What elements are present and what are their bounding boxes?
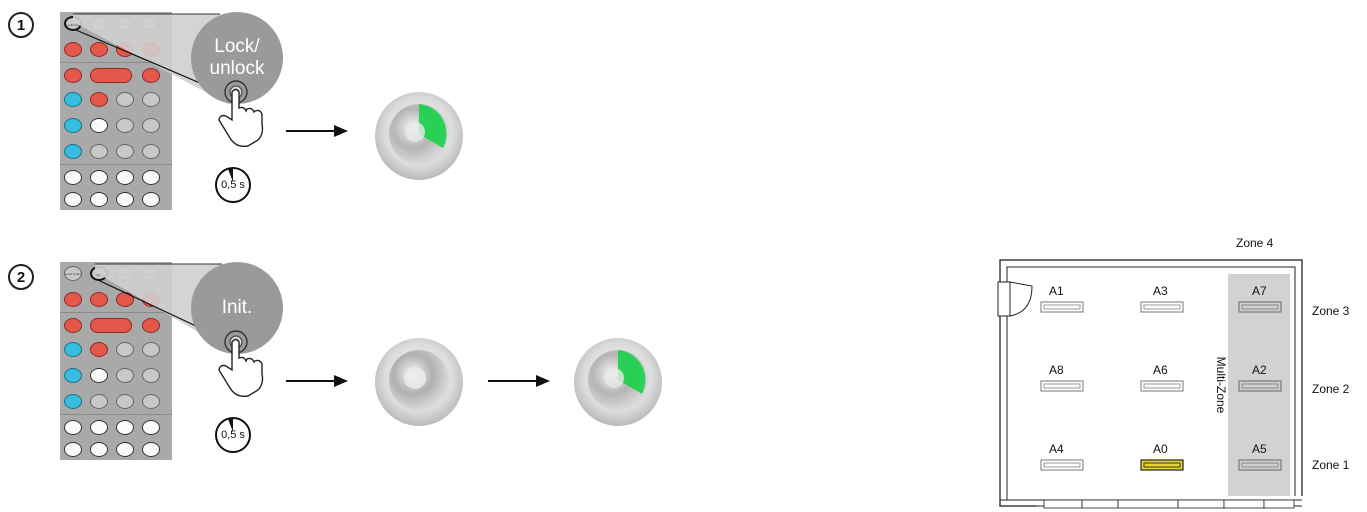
luminaire-a4 xyxy=(1040,459,1084,471)
remote-button xyxy=(142,92,160,107)
luminaire-label-a1: A1 xyxy=(1049,284,1064,298)
arrow-right-icon xyxy=(286,375,348,387)
remote-button xyxy=(116,170,134,185)
step-number-1: 1 xyxy=(8,12,34,38)
hand-press-icon xyxy=(218,80,264,148)
arrow-right-icon xyxy=(286,125,348,137)
remote-button xyxy=(90,68,132,83)
remote-button xyxy=(142,342,160,357)
remote-button xyxy=(64,118,82,133)
luminaire-label-a6: A6 xyxy=(1153,363,1168,377)
remote-button xyxy=(64,292,82,307)
multi-zone-label: Multi-Zone xyxy=(1214,350,1228,420)
luminaire-label-a5: A5 xyxy=(1252,442,1267,456)
remote-button xyxy=(142,318,160,333)
remote-button xyxy=(64,192,82,207)
remote-button xyxy=(116,394,134,409)
remote-button xyxy=(90,368,108,383)
luminaire-a1 xyxy=(1040,301,1084,313)
remote-button xyxy=(90,42,108,57)
remote-divider xyxy=(60,62,172,63)
remote-button xyxy=(64,42,82,57)
luminaire-label-a4: A4 xyxy=(1049,442,1064,456)
remote-button xyxy=(64,368,82,383)
zone-2-label: Zone 2 xyxy=(1312,382,1350,396)
callout-line: unlock xyxy=(209,58,265,79)
remote-button xyxy=(116,342,134,357)
remote-button xyxy=(116,92,134,107)
timer-label: 0,5 s xyxy=(221,429,245,441)
remote-button xyxy=(90,170,108,185)
remote-button xyxy=(90,394,108,409)
remote-button xyxy=(64,342,82,357)
callout-lock-unlock: Lock/unlock xyxy=(191,12,283,104)
hand-press-icon xyxy=(218,330,264,398)
remote-button xyxy=(142,170,160,185)
timer-icon xyxy=(215,417,251,453)
luminaire-a7 xyxy=(1238,301,1282,313)
luminaire-a2 xyxy=(1238,380,1282,392)
luminaire-label-a8: A8 xyxy=(1049,363,1064,377)
remote-divider xyxy=(60,414,172,415)
remote-button xyxy=(64,170,82,185)
luminaire-sensor-active xyxy=(574,338,662,426)
luminaire-label-a3: A3 xyxy=(1153,284,1168,298)
zone-3-label: Zone 3 xyxy=(1312,304,1350,318)
remote-button xyxy=(90,442,108,457)
timer-icon xyxy=(215,167,251,203)
remote-button xyxy=(142,420,160,435)
remote-button xyxy=(142,144,160,159)
remote-button xyxy=(142,68,160,83)
remote-button xyxy=(90,144,108,159)
arrow-right-icon xyxy=(488,375,550,387)
remote-button xyxy=(90,420,108,435)
callout-line: Init. xyxy=(221,297,253,318)
remote-button xyxy=(90,92,108,107)
luminaire-sensor-idle xyxy=(375,338,463,426)
remote-button xyxy=(116,118,134,133)
remote-button xyxy=(64,144,82,159)
remote-button xyxy=(64,420,82,435)
callout-line: Lock/ xyxy=(214,36,260,57)
zone-1-label: Zone 1 xyxy=(1312,458,1350,472)
remote-divider xyxy=(60,164,172,165)
luminaire-sensor-active xyxy=(375,92,463,180)
remote-button xyxy=(64,394,82,409)
remote-button xyxy=(90,318,132,333)
remote-button xyxy=(142,368,160,383)
step-number-2: 2 xyxy=(8,264,34,290)
luminaire-a0-highlighted xyxy=(1140,459,1184,471)
zone-4-label: Zone 4 xyxy=(1236,236,1274,250)
remote-button xyxy=(90,118,108,133)
luminaire-a5 xyxy=(1238,459,1282,471)
remote-button xyxy=(64,92,82,107)
remote-button xyxy=(116,368,134,383)
luminaire-a6 xyxy=(1140,380,1184,392)
luminaire-a3 xyxy=(1140,301,1184,313)
remote-button xyxy=(142,394,160,409)
remote-divider xyxy=(60,312,172,313)
remote-button xyxy=(64,318,82,333)
remote-button xyxy=(90,292,108,307)
remote-button xyxy=(142,442,160,457)
timer-label: 0,5 s xyxy=(221,179,245,191)
luminaire-label-a7: A7 xyxy=(1252,284,1267,298)
luminaire-a8 xyxy=(1040,380,1084,392)
remote-button xyxy=(116,420,134,435)
remote-button xyxy=(90,192,108,207)
remote-button-lock-unlock: Lock/ Unlock xyxy=(64,266,82,281)
luminaire-label-a0: A0 xyxy=(1153,442,1168,456)
luminaire-label-a2: A2 xyxy=(1252,363,1267,377)
remote-button xyxy=(116,144,134,159)
remote-button xyxy=(142,118,160,133)
remote-button xyxy=(116,442,134,457)
multi-zone-text: Multi-Zone xyxy=(1214,356,1228,414)
remote-button xyxy=(142,192,160,207)
remote-button xyxy=(64,68,82,83)
remote-button xyxy=(116,192,134,207)
remote-button xyxy=(90,342,108,357)
remote-button xyxy=(64,442,82,457)
